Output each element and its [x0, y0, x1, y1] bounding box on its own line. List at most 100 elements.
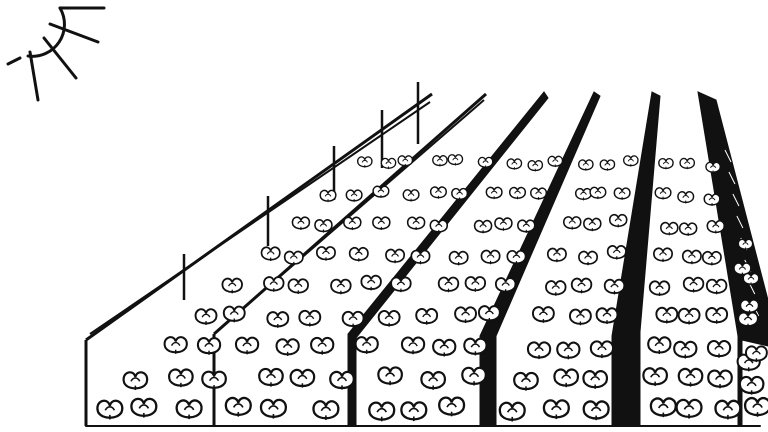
plant	[680, 223, 697, 236]
plant	[317, 247, 335, 261]
plant	[570, 310, 591, 326]
plant	[450, 252, 468, 266]
plant	[196, 309, 217, 325]
plant	[320, 190, 336, 202]
plant	[267, 312, 288, 328]
plant	[97, 401, 122, 420]
plant	[421, 372, 445, 390]
plant	[177, 400, 202, 419]
plant	[707, 221, 724, 234]
plant	[259, 369, 283, 387]
plant	[510, 188, 526, 200]
plant	[479, 306, 500, 322]
plant	[557, 343, 579, 360]
plant	[679, 309, 700, 325]
plant	[656, 308, 677, 324]
plant	[746, 346, 767, 362]
plant	[554, 370, 578, 388]
plant	[402, 338, 424, 355]
plant	[464, 339, 486, 356]
plant	[430, 220, 447, 233]
plant	[590, 187, 606, 199]
plant	[715, 401, 740, 420]
plant	[548, 156, 562, 167]
plant	[740, 377, 764, 395]
plant	[285, 251, 303, 265]
plant	[703, 252, 721, 266]
plant	[518, 220, 535, 233]
plant	[678, 192, 694, 204]
plant	[379, 311, 400, 327]
plant	[165, 337, 187, 354]
plant	[584, 401, 609, 420]
plant	[605, 280, 625, 295]
plant	[277, 339, 299, 356]
plant	[708, 371, 732, 389]
plant	[291, 370, 315, 388]
plant	[659, 159, 673, 170]
plant	[745, 398, 768, 417]
plant	[433, 156, 447, 167]
sun-icon	[8, 8, 104, 100]
plant	[313, 401, 338, 420]
plant	[531, 188, 547, 200]
plant	[650, 281, 670, 296]
plant	[514, 373, 538, 391]
plant	[740, 300, 758, 314]
plant	[169, 370, 193, 388]
plant	[708, 341, 730, 358]
plant	[222, 279, 242, 294]
plant	[614, 188, 630, 200]
plant	[373, 217, 390, 230]
plant	[401, 402, 426, 421]
plant	[572, 279, 592, 294]
plant	[548, 249, 566, 263]
plant	[507, 251, 525, 265]
plant	[466, 277, 486, 292]
plant	[403, 190, 419, 202]
plant	[262, 247, 280, 261]
plant	[350, 248, 368, 262]
plant	[679, 369, 703, 387]
plant	[299, 311, 320, 327]
plant	[579, 160, 593, 171]
plant	[398, 156, 412, 167]
plant	[369, 403, 394, 422]
plant	[416, 309, 437, 325]
plant	[343, 312, 364, 328]
plant	[528, 342, 550, 359]
plant	[386, 250, 404, 264]
plant	[439, 278, 459, 293]
plant	[528, 161, 542, 172]
crop-plants	[97, 155, 768, 422]
plant	[202, 372, 226, 390]
plant	[564, 217, 581, 230]
plant	[654, 248, 672, 262]
plant	[707, 280, 727, 295]
plant	[651, 398, 676, 417]
plant	[624, 156, 638, 167]
plant	[381, 158, 395, 169]
plant	[495, 218, 512, 231]
plant	[661, 223, 678, 236]
plant	[346, 190, 362, 202]
plant	[433, 340, 455, 357]
plant	[533, 307, 554, 323]
plant	[684, 278, 704, 293]
plant	[546, 281, 566, 296]
plant	[743, 274, 759, 286]
plant	[391, 277, 411, 292]
plant	[344, 217, 361, 230]
plant	[475, 221, 492, 234]
plant	[288, 279, 308, 294]
plant	[643, 368, 667, 386]
plant	[584, 218, 601, 231]
plant	[431, 187, 447, 199]
plant	[738, 313, 758, 328]
plant	[704, 194, 720, 206]
plant	[358, 157, 372, 168]
plant	[648, 337, 670, 354]
plant	[655, 188, 671, 200]
plant	[408, 217, 425, 230]
